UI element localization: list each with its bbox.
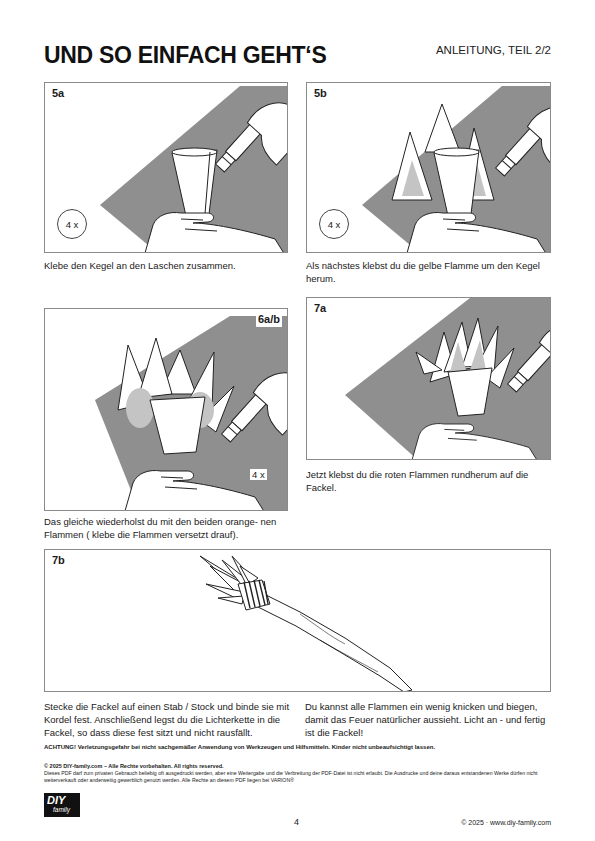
count-text: 4 x xyxy=(328,219,341,230)
panel-5a-art xyxy=(100,86,288,253)
panel-7b-art-shape xyxy=(244,580,268,608)
panel-7a-art-shape xyxy=(470,340,486,370)
panel-6-art-shape-shape xyxy=(222,422,242,442)
copyright-note: © 2025 DIY-family.com – Alle Rechte vorb… xyxy=(44,763,551,770)
panel-5a-art-shape-shape xyxy=(222,157,231,165)
panel-7a-art-shape xyxy=(450,342,466,372)
panel-5a-art-shape xyxy=(172,150,217,216)
panel-5b-art xyxy=(362,86,551,253)
panel-6-art-shape-shape xyxy=(245,361,288,435)
page-title: UND SO EINFACH GEHT‘S xyxy=(44,42,327,69)
panel-6-art-shape xyxy=(161,477,197,489)
panel-5b-art-shape xyxy=(434,148,479,156)
panel-5b-art-shape xyxy=(362,86,551,253)
step-caption: Stecke die Fackel auf einen Stab / Stock… xyxy=(44,700,294,739)
instruction-panel: 7bStecke die Fackel auf einen Stab / Sto… xyxy=(44,549,551,742)
instruction-panel: 5bAls nächstes klebst du die gelbe Flamm… xyxy=(306,82,551,303)
warning-note: ACHTUNG! Verletzungsgefahr bei nicht sac… xyxy=(44,744,551,751)
panel-7b-art-shape xyxy=(252,590,412,692)
instruction-panel: 7aJetzt klebst du die roten Flammen rund… xyxy=(306,297,551,510)
panel-frame xyxy=(306,297,551,460)
panel-5b-art-shape-shape xyxy=(519,95,551,169)
footer-url: © 2025 · www.diy-family.com xyxy=(461,819,551,827)
panel-7a-art-shape xyxy=(448,368,492,416)
step-caption: Klebe den Kegel an den Laschen zusammen. xyxy=(44,259,288,272)
panel-5b-art-shape-shape xyxy=(502,161,511,169)
panel-7a-art xyxy=(345,298,551,460)
panel-5a-art-shape xyxy=(181,219,217,231)
panel-7b-art-shape xyxy=(300,614,378,672)
count-label: 4 x xyxy=(250,469,267,480)
step-caption: Als nächstes klebst du die gelbe Flamme … xyxy=(306,259,551,285)
panel-5b-art-shape-shape xyxy=(496,156,516,176)
panel-7b-art-shape xyxy=(218,596,244,604)
panel-frame xyxy=(44,308,288,511)
panel-5a-art-shape-shape xyxy=(239,91,288,165)
panel-7a-art-shape-shape xyxy=(508,372,528,392)
panel-7a-art-shape xyxy=(504,311,551,415)
step-caption: Du kannst alle Flammen ein wenig knicken… xyxy=(305,700,551,739)
instruction-panel: 6a/bDas gleiche wiederholst du mit den b… xyxy=(44,308,288,561)
step-number: 6a/b xyxy=(256,312,282,327)
part-label: ANLEITUNG, TEIL 2/2 xyxy=(436,44,551,58)
panel-5a-art-shape xyxy=(205,152,210,214)
panel-6-art xyxy=(95,316,288,511)
step-number: 7b xyxy=(50,553,67,568)
instruction-panel: 5aKlebe den Kegel an den Laschen zusamme… xyxy=(44,82,288,303)
step-caption: Das gleiche wiederholst du mit den beide… xyxy=(44,515,288,541)
step-caption: Jetzt klebst du die roten Flammen rundhe… xyxy=(306,468,551,494)
panel-5b-art-shape xyxy=(425,104,460,152)
panel-6-art-shape-shape xyxy=(228,427,237,435)
step-number: 7a xyxy=(312,301,328,316)
panel-6-art-shape xyxy=(126,388,154,428)
step-number: 5b xyxy=(312,86,329,101)
license-note: Dieses PDF darf zum privaten Gebrauch be… xyxy=(44,770,551,784)
panel-5b-art-shape xyxy=(402,160,424,196)
panel-7a-art-shape xyxy=(444,429,476,440)
panel-7a-art-shape xyxy=(416,352,442,374)
panel-5b-art-shape xyxy=(492,95,551,199)
panel-5a-art-shape xyxy=(212,91,288,195)
panel-5a-art-shape-shape xyxy=(216,152,236,172)
count-circle: 4 x xyxy=(319,209,349,239)
logo-text: family xyxy=(53,806,70,814)
panel-6-art-shape xyxy=(150,397,205,454)
panel-7a-art-shape-shape xyxy=(531,311,551,385)
panel-5b-art-shape xyxy=(434,150,479,216)
panel-7a-art-shape xyxy=(412,424,538,460)
panel-5b-art-shape xyxy=(443,219,479,231)
count-circle: 4 x xyxy=(57,209,87,239)
panel-7a-art-shape xyxy=(345,298,551,460)
panel-6-art-shape xyxy=(218,361,288,465)
panel-7b-art xyxy=(200,556,412,692)
panel-5b-art-shape xyxy=(407,213,547,254)
panel-6-art-shape xyxy=(95,316,288,511)
count-text: 4 x xyxy=(66,219,79,230)
panel-frame xyxy=(44,549,551,692)
logo-text: DIY xyxy=(47,794,65,807)
panel-5b-art-shape xyxy=(392,132,432,200)
panel-7a-art-shape-shape xyxy=(514,377,523,385)
panel-6-art-shape xyxy=(125,471,265,512)
panel-5a-art-shape xyxy=(145,213,285,254)
step-number: 5a xyxy=(50,86,66,101)
panel-7b-art-shape xyxy=(238,580,270,610)
page-number: 4 xyxy=(294,817,299,828)
